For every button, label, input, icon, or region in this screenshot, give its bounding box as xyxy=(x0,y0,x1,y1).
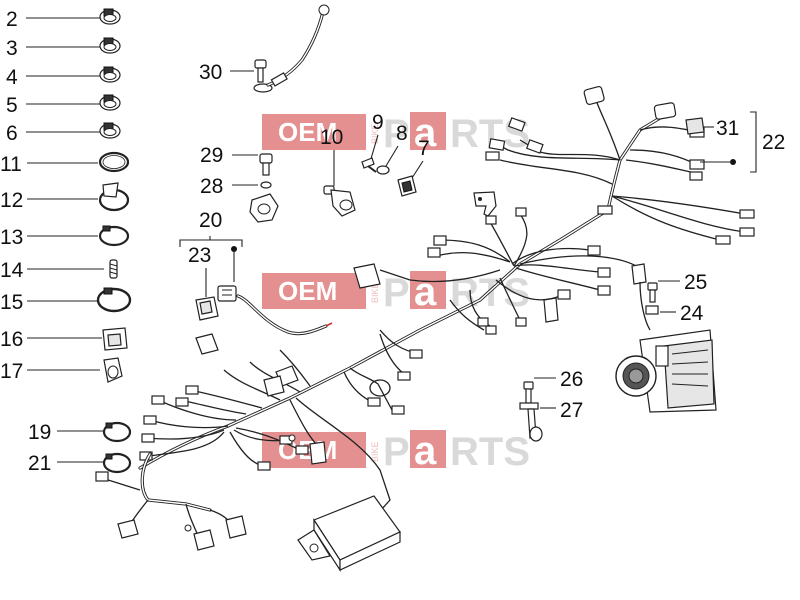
svg-text:RTS: RTS xyxy=(450,112,530,156)
callout-10: 10 xyxy=(320,126,343,149)
ground-cable-30: 30 xyxy=(199,4,330,93)
screw-9-icon xyxy=(361,157,377,173)
connector-bottom-a-icon xyxy=(117,519,139,539)
svg-text:OEM: OEM xyxy=(278,276,337,306)
callout-21: 21 xyxy=(28,452,51,475)
watermark-top: OEM BIKE P a RTS xyxy=(262,111,530,156)
cable-tie-11-icon xyxy=(98,151,130,173)
callout-3: 3 xyxy=(6,37,18,60)
main-wiring-harness xyxy=(95,85,755,551)
callout-22: 22 xyxy=(762,131,785,154)
connector-bottom-b-icon xyxy=(193,529,215,551)
connector-red-a-icon xyxy=(353,263,381,289)
svg-text:BIKE: BIKE xyxy=(370,123,380,144)
callout-7: 7 xyxy=(418,137,430,160)
bracket-27-icon xyxy=(519,402,543,442)
clamp-3-icon xyxy=(99,37,121,54)
washer-28-icon xyxy=(260,181,272,189)
sub-harness-20: 20 23 xyxy=(179,209,333,336)
screw-25-icon xyxy=(647,282,658,291)
svg-text:a: a xyxy=(414,111,437,155)
cable-tie-21-icon xyxy=(102,452,132,474)
connector-31-icon xyxy=(685,117,705,135)
callout-30: 30 xyxy=(199,61,222,84)
callout-14: 14 xyxy=(0,259,24,282)
bracket-10-icon xyxy=(323,185,356,217)
callout-6: 6 xyxy=(6,122,18,145)
cable-tie-19-icon xyxy=(102,421,132,443)
callout-23: 23 xyxy=(188,244,211,267)
callout-9: 9 xyxy=(372,111,384,134)
clamp-4-icon xyxy=(99,66,121,83)
ecu-module-icon xyxy=(297,495,401,573)
watermark-bottom: OEM BIKE P a RTS xyxy=(262,429,530,474)
cable-tie-13-icon xyxy=(98,225,130,247)
washer-8-icon xyxy=(376,165,390,175)
clip-nut-7-icon xyxy=(397,175,417,197)
svg-text:P: P xyxy=(383,271,410,315)
screw-14-icon xyxy=(109,259,118,279)
throttle-body-assembly: 25 24 xyxy=(615,271,717,413)
mounting-plate-icon xyxy=(473,191,497,217)
clip-12-icon xyxy=(98,182,130,212)
bracket-24-icon xyxy=(645,305,659,315)
callout-25: 25 xyxy=(684,271,707,294)
callout-12: 12 xyxy=(0,189,23,212)
svg-text:BIKE: BIKE xyxy=(370,441,380,462)
svg-text:a: a xyxy=(414,270,437,314)
bracket-26-27-group: 26 27 xyxy=(519,368,583,442)
connector-23-icon xyxy=(195,296,219,321)
svg-text:BIKE: BIKE xyxy=(370,282,380,303)
callout-29: 29 xyxy=(200,144,223,167)
screw-26-icon xyxy=(523,381,534,390)
bolt-30-icon xyxy=(253,59,273,93)
callout-24: 24 xyxy=(680,302,704,325)
bracket-hardware-group: 29 28 10 9 8 7 xyxy=(200,111,497,223)
svg-text:a: a xyxy=(414,429,437,473)
callout-26: 26 xyxy=(560,368,583,391)
callout-group-22: 31 22 xyxy=(700,111,785,173)
callout-11: 11 xyxy=(0,153,22,176)
callout-28: 28 xyxy=(200,175,223,198)
callout-19: 19 xyxy=(28,421,51,444)
connector-bottom-c-icon xyxy=(225,515,247,539)
callout-5: 5 xyxy=(6,94,18,117)
bracket-28-icon xyxy=(249,193,279,223)
screw-29-icon xyxy=(259,153,273,176)
connector-20-icon xyxy=(217,285,237,302)
clamp-5-icon xyxy=(99,94,121,111)
callout-4: 4 xyxy=(6,66,18,89)
throttle-body-icon xyxy=(615,329,717,413)
clip-17-icon xyxy=(103,357,123,383)
clamp-2-icon xyxy=(99,8,121,25)
callout-20: 20 xyxy=(199,209,222,232)
svg-text:P: P xyxy=(383,430,410,474)
callout-27: 27 xyxy=(560,399,583,422)
connector-top-b-icon xyxy=(653,102,677,120)
callout-15: 15 xyxy=(0,291,23,314)
callout-31: 31 xyxy=(716,117,739,140)
svg-text:RTS: RTS xyxy=(450,430,530,474)
callout-13: 13 xyxy=(0,226,23,249)
connector-red-b-icon xyxy=(195,333,219,355)
callout-17: 17 xyxy=(0,360,23,383)
connector-top-a-icon xyxy=(583,85,605,105)
callout-16: 16 xyxy=(0,328,23,351)
cable-tie-15-icon xyxy=(96,287,132,313)
left-parts-column: 2 3 4 5 6 11 12 13 14 15 16 17 19 21 xyxy=(0,8,132,475)
callout-2: 2 xyxy=(6,8,18,31)
holder-16-icon xyxy=(102,327,128,351)
callout-8: 8 xyxy=(396,122,408,145)
clamp-6-icon xyxy=(99,122,121,139)
svg-text:OEM: OEM xyxy=(278,117,337,147)
